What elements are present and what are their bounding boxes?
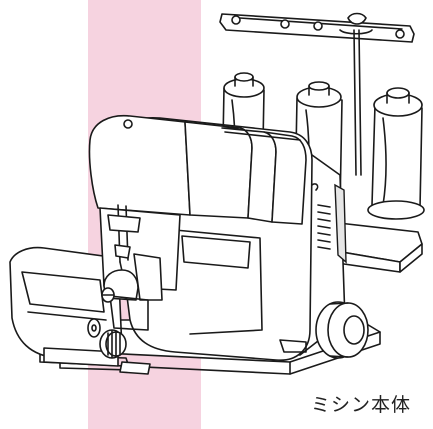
- handwheel: [315, 301, 369, 359]
- dial: [99, 287, 127, 359]
- side-table: [329, 221, 423, 273]
- presser-foot: [119, 339, 307, 375]
- spool-right: [367, 87, 425, 220]
- thread-stand: [219, 12, 415, 176]
- needle-area: [99, 204, 181, 331]
- front-cover: [9, 246, 131, 371]
- machine-body-caption: ミシン本体: [310, 394, 411, 416]
